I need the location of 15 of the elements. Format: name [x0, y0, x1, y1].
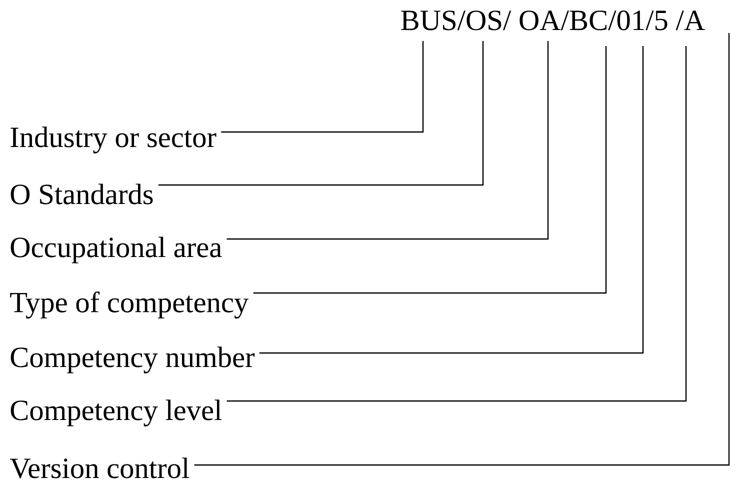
label-text: Competency level — [10, 400, 222, 426]
label-text: Competency number — [10, 346, 255, 374]
label-text: O Standards — [10, 184, 153, 204]
leader-line — [253, 46, 607, 294]
code-text: BUS/OS/ OA/BC/01/5 /A — [401, 10, 705, 30]
label-text: Version control — [10, 458, 190, 478]
leader-line — [158, 41, 484, 186]
leader-line — [226, 41, 549, 240]
leader-line — [259, 46, 644, 354]
label-text: Occupational area — [10, 236, 222, 264]
leader-line — [194, 33, 730, 466]
label-text: Type of competency — [10, 292, 249, 318]
label-text: Industry or sector — [10, 126, 216, 154]
leader-line — [226, 46, 687, 402]
leader-line — [221, 41, 424, 133]
